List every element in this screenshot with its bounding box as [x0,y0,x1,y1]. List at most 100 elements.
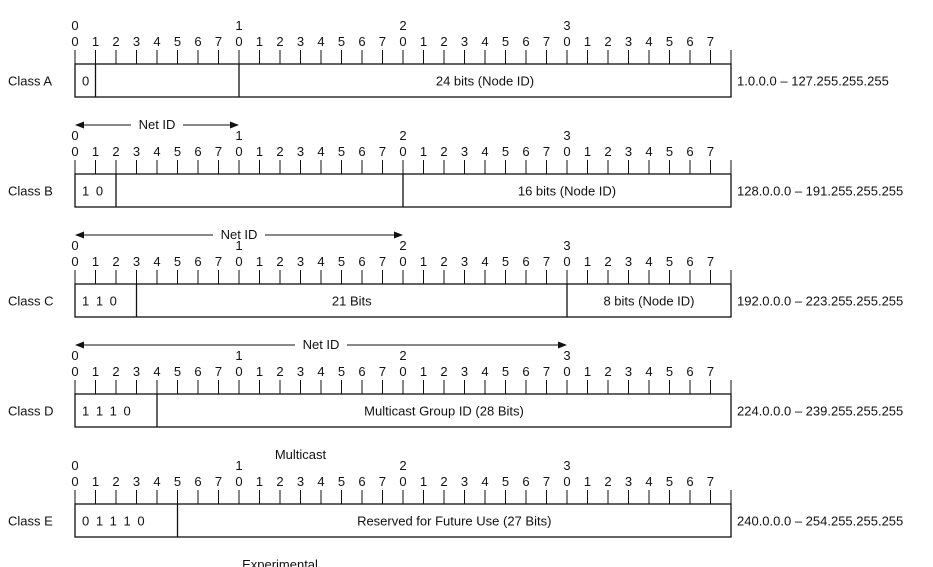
byte-label: 3 [563,18,570,33]
bit-number: 5 [174,144,181,159]
byte-label: 1 [235,18,242,33]
bit-number: 1 [92,474,99,489]
byte-label: 1 [235,458,242,473]
byte-label: 3 [563,238,570,253]
arrow-head-right [558,341,567,349]
bit-number: 4 [645,34,652,49]
bit-number: 1 [420,254,427,269]
bit-number: 3 [461,364,468,379]
bit-number: 0 [235,34,242,49]
bit-number: 3 [297,254,304,269]
byte-label: 0 [71,238,78,253]
bit-number: 0 [71,254,78,269]
bit-number: 4 [317,144,324,159]
bit-number: 0 [399,254,406,269]
bit-number: 2 [604,254,611,269]
address-box [74,503,732,538]
byte-label: 2 [399,348,406,363]
bit-number: 6 [358,474,365,489]
bit-number: 3 [297,34,304,49]
bit-number: 1 [420,364,427,379]
address-range: 240.0.0.0 – 254.255.255.255 [737,514,903,529]
bit-number: 0 [563,364,570,379]
bit-number: 0 [399,34,406,49]
address-range: 224.0.0.0 – 239.255.255.255 [737,404,903,419]
field-label: 21 Bits [332,294,372,309]
bit-number: 0 [235,474,242,489]
bit-number: 0 [563,34,570,49]
net-id-label: Net ID [303,337,340,352]
address-box [74,283,732,318]
bit-number: 4 [153,364,160,379]
bit-number: 4 [317,364,324,379]
bit-number: 0 [71,364,78,379]
byte-label: 2 [399,458,406,473]
bit-number: 1 [420,144,427,159]
bit-number: 4 [645,254,652,269]
bit-number: 4 [317,34,324,49]
bit-number: 3 [461,474,468,489]
bit-number: 0 [399,364,406,379]
bit-number: 2 [440,34,447,49]
bit-number: 5 [338,34,345,49]
prefix-bits: 1 0 [82,184,105,199]
class-label: Class C [8,294,54,309]
bit-number: 7 [707,254,714,269]
bit-number: 2 [440,364,447,379]
byte-label: 3 [563,128,570,143]
bit-number: 4 [481,34,488,49]
bit-number: 6 [686,364,693,379]
class-label: Class A [8,74,52,89]
address-range: 128.0.0.0 – 191.255.255.255 [737,184,903,199]
bit-number: 7 [379,144,386,159]
bit-number: 3 [625,364,632,379]
bit-number: 6 [358,364,365,379]
bit-number: 0 [235,254,242,269]
bit-number: 2 [604,364,611,379]
byte-label: 3 [563,348,570,363]
bit-number: 7 [543,144,550,159]
bit-number: 7 [379,34,386,49]
bit-number: 6 [686,144,693,159]
bit-number: 7 [707,144,714,159]
arrow-head-right [394,231,403,239]
bit-number: 1 [92,364,99,379]
bit-number: 2 [440,144,447,159]
bit-number: 6 [686,34,693,49]
bit-number: 4 [153,144,160,159]
bit-number: 0 [71,144,78,159]
bit-number: 2 [112,364,119,379]
byte-label: 2 [399,238,406,253]
bit-number: 3 [133,474,140,489]
bit-number: 3 [133,144,140,159]
bit-number: 4 [153,34,160,49]
bit-number: 2 [112,254,119,269]
bit-number: 1 [256,474,263,489]
bit-number: 4 [481,364,488,379]
bit-number: 5 [338,474,345,489]
class-label: Class B [8,184,53,199]
byte-label: 1 [235,348,242,363]
bit-number: 4 [153,474,160,489]
bit-number: 4 [317,254,324,269]
field-label: Multicast Group ID (28 Bits) [364,404,524,419]
bit-number: 5 [502,144,509,159]
bit-number: 7 [379,364,386,379]
bit-number: 0 [71,34,78,49]
bit-number: 6 [194,474,201,489]
arrow-head-left [75,341,84,349]
byte-label: 2 [399,18,406,33]
bit-number: 5 [338,144,345,159]
bit-number: 2 [276,144,283,159]
class-label: Class E [8,514,53,529]
field-label: 8 bits (Node ID) [603,294,694,309]
bit-number: 7 [543,34,550,49]
bit-number: 6 [358,144,365,159]
address-box [74,63,732,98]
net-id-label: Net ID [139,117,176,132]
bit-number: 3 [461,34,468,49]
